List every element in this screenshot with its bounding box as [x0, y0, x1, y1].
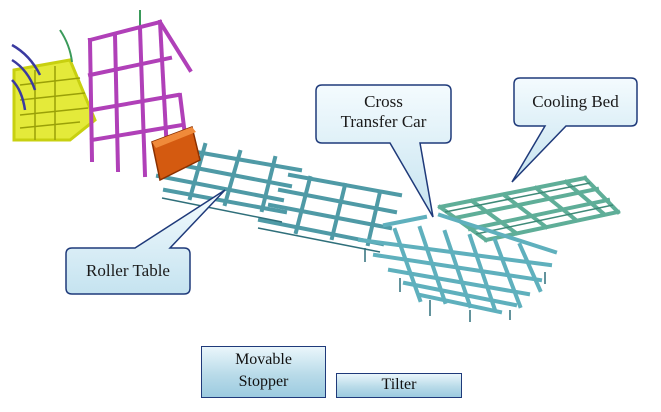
cooling-bed-rails	[444, 182, 614, 235]
feed-pipes	[11, 43, 42, 111]
cross-transfer-car-label-line1: Cross	[364, 92, 403, 111]
legend-tilter: Tilter	[336, 373, 462, 398]
cross-transfer-car-legs	[364, 248, 546, 322]
roller-table-edge	[161, 197, 381, 253]
roller-table-label-text: Roller Table	[86, 261, 170, 280]
roller-table-callout-shape	[65, 189, 226, 295]
roller-table-label: Roller Table	[66, 261, 190, 281]
cooling-bed-label-text: Cooling Bed	[532, 92, 619, 111]
legend-movable-stopper-line2: Stopper	[238, 373, 289, 390]
upstream-machinery-detail	[19, 66, 89, 140]
legend-movable-stopper: Movable Stopper	[201, 346, 326, 398]
cooling-bed-callout-shape	[511, 77, 638, 183]
tilter-frame	[87, 19, 193, 178]
cross-transfer-car-label-line2: Transfer Car	[340, 112, 427, 131]
legend-tilter-text: Tilter	[381, 376, 417, 393]
movable-stopper	[151, 126, 201, 182]
cross-transfer-car-label: Cross Transfer Car	[316, 92, 451, 132]
legend-movable-stopper-line1: Movable	[235, 351, 292, 368]
cooling-bed-label: Cooling Bed	[514, 92, 637, 112]
cross-transfer-car-structure	[357, 212, 558, 315]
cross-transfer-car-callout-shape	[315, 84, 452, 218]
